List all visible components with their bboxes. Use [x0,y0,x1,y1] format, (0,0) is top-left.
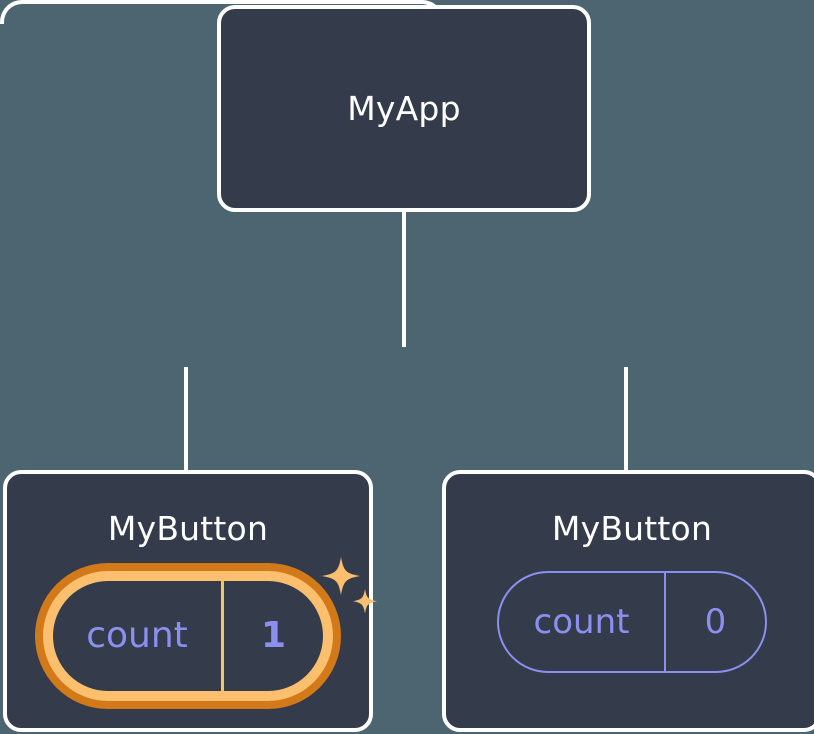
state-key-label-left: count [86,615,188,656]
state-pill-wrapper-right: count 0 [497,571,767,673]
node-title-mybutton-right: MyButton [551,509,713,548]
state-value-label-right: 0 [664,573,765,671]
state-badge-count-active[interactable]: count 1 [43,571,333,701]
state-badge-count-inactive[interactable]: count 0 [497,571,767,673]
node-myapp[interactable]: MyApp [217,5,591,212]
state-value-label-left: 1 [221,581,323,691]
node-title-myapp: MyApp [347,89,461,128]
connector-bar-to-child-left [184,367,188,472]
state-pill-wrapper-left: count 1 [43,557,377,701]
node-mybutton-right[interactable]: MyButton count 0 [442,470,814,732]
node-mybutton-left[interactable]: MyButton count 1 [3,470,377,732]
connector-root-to-bar [402,211,406,347]
connector-bar-to-child-right [624,367,628,472]
state-key-label-right: count [533,602,630,642]
node-title-mybutton-left: MyButton [107,509,269,548]
